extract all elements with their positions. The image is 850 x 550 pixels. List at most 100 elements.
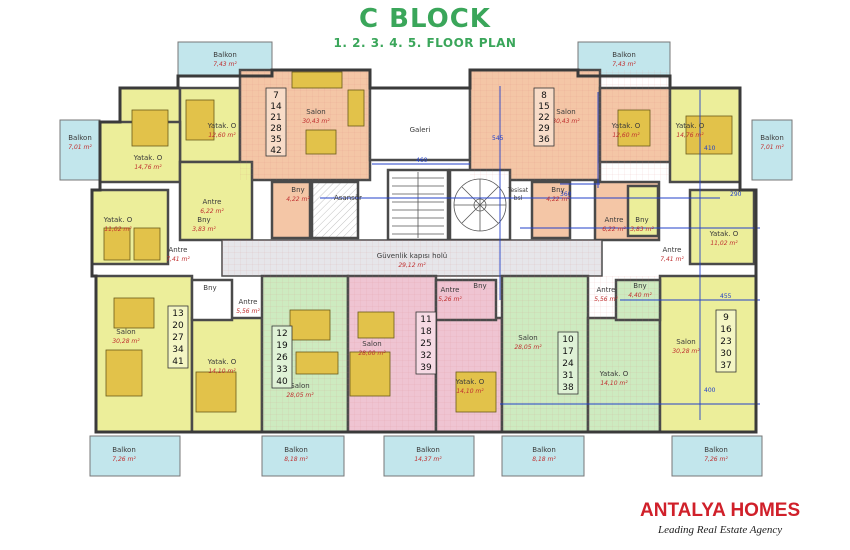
- label-bny-r1: Bny: [551, 186, 564, 194]
- area-antre-l3: 5,56 m²: [236, 308, 260, 315]
- balcony-bottom-4: [501, 435, 585, 477]
- area-balkon-l: 7,01 m²: [68, 144, 92, 151]
- unit-number: 28: [270, 124, 282, 134]
- dim-top-right-height: 545: [492, 135, 504, 142]
- unit-number: 35: [270, 135, 281, 145]
- unit-number: 30: [720, 349, 732, 359]
- label-yatak-bm: Yatak. O: [455, 378, 485, 386]
- room-bny-left-1: [270, 180, 312, 240]
- area-yatak-br: 14,10 m²: [600, 380, 628, 387]
- area-balkon-b5: 7,26 m²: [704, 456, 728, 463]
- area-bny-r1: 4,22 m²: [546, 196, 570, 203]
- label-balkon-l: Balkon: [68, 134, 92, 142]
- unit-number: 19: [276, 341, 288, 351]
- area-balkon-b2: 8,18 m²: [284, 456, 308, 463]
- area-bny-r3: 4,40 m²: [628, 292, 652, 299]
- unit-number: 29: [538, 124, 550, 134]
- unit-number: 42: [270, 146, 281, 156]
- label-antre-l1: Antre: [202, 198, 221, 206]
- unit-number: 21: [270, 113, 281, 123]
- label-salon-br1: Salon: [518, 334, 537, 342]
- area-salon-bl: 30,28 m²: [112, 338, 140, 345]
- area-salon-tl: 30,43 m²: [302, 118, 330, 125]
- unit-number: 27: [172, 333, 183, 343]
- area-yatak-bm: 14,10 m²: [456, 388, 484, 395]
- label-antre-m: Antre: [440, 286, 459, 294]
- unit-number: 38: [562, 383, 574, 393]
- unit-number: 39: [420, 363, 432, 373]
- area-salon-bm1: 28,05 m²: [286, 392, 314, 399]
- area-antre-l2: 7,41 m²: [166, 256, 190, 263]
- unit-number: 13: [172, 309, 183, 319]
- label-yatak-bl: Yatak. O: [207, 358, 237, 366]
- unit-number: 34: [172, 345, 184, 355]
- label-balkon-b4: Balkon: [532, 446, 556, 454]
- area-bny-r2: 3,83 m²: [630, 226, 654, 233]
- unit-number: 26: [276, 353, 288, 363]
- label-bny-l1: Bny: [291, 186, 304, 194]
- label-galeri: Galeri: [410, 126, 431, 134]
- label-yatak-tl: Yatak. O: [207, 122, 237, 130]
- balcony-right: [751, 119, 793, 181]
- label-asansor: Asansör: [334, 194, 362, 202]
- label-yatak-l1: Yatak. O: [133, 154, 163, 162]
- unit-number: 24: [562, 359, 574, 369]
- label-balkon-b1: Balkon: [112, 446, 136, 454]
- unit-number: 16: [720, 325, 732, 335]
- balcony-bottom-3: [383, 435, 475, 477]
- label-tesisat-2: bsl: [514, 195, 523, 202]
- unit-number: 40: [276, 377, 288, 387]
- area-yatak-r2: 11,02 m²: [710, 240, 738, 247]
- area-antre-r2: 7,41 m²: [660, 256, 684, 263]
- unit-number: 14: [270, 102, 282, 112]
- unit-number: 37: [720, 361, 731, 371]
- area-balkon-b3: 14,37 m²: [414, 456, 442, 463]
- label-tesisat: Tesisat: [507, 187, 529, 194]
- area-bny-l1: 4,22 m²: [286, 196, 310, 203]
- label-yatak-l2: Yatak. O: [103, 216, 133, 224]
- area-yatak-l1: 14,76 m²: [134, 164, 162, 171]
- room-galeri: [368, 86, 472, 162]
- unit-numbers: 7 14 21 28 35 42 8 15 22 29 36 13 20 27 …: [172, 91, 732, 393]
- label-bny-l2: Bny: [197, 216, 210, 224]
- label-salon-bm1: Salon: [290, 382, 309, 390]
- label-salon-tr: Salon: [556, 108, 575, 116]
- area-balkon-b4: 8,18 m²: [532, 456, 556, 463]
- area-salon-br1: 28,05 m²: [514, 344, 542, 351]
- plan-subtitle: 1. 2. 3. 4. 5. FLOOR PLAN: [333, 36, 517, 50]
- unit-number: 8: [541, 91, 547, 101]
- unit-number: 15: [538, 102, 549, 112]
- dim-galeri-width: 460: [416, 157, 428, 164]
- area-salon-tr: 30,43 m²: [552, 118, 580, 125]
- room-elevator: [310, 180, 360, 240]
- label-bny-r3: Bny: [633, 282, 646, 290]
- label-balkon-tl: Balkon: [213, 51, 237, 59]
- unit-number: 9: [723, 313, 729, 323]
- room-yatak-right-2: [688, 188, 756, 266]
- area-balkon-b1: 7,26 m²: [112, 456, 136, 463]
- unit-number: 18: [420, 327, 432, 337]
- area-yatak-r1: 14,76 m²: [676, 132, 704, 139]
- label-salon-bl: Salon: [116, 328, 135, 336]
- label-yatak-tr: Yatak. O: [611, 122, 641, 130]
- label-yatak-r2: Yatak. O: [709, 230, 739, 238]
- dim-right-width: 410: [704, 145, 716, 152]
- unit-number: 12: [276, 329, 287, 339]
- brand-logo: ANTALYA HOMES Leading Real Estate Agency: [640, 500, 840, 544]
- plan-title: C BLOCK: [359, 4, 491, 34]
- balcony-left: [59, 119, 101, 181]
- room-bny-right-1: [530, 180, 572, 240]
- area-yatak-l2: 11,02 m²: [104, 226, 132, 233]
- area-balkon-tr: 7,43 m²: [612, 61, 636, 68]
- label-antre-r2: Antre: [662, 246, 681, 254]
- dimension-lines: [320, 86, 760, 420]
- dimension-labels: 460 545 410 360 290 455 400: [416, 135, 742, 394]
- room-labels: Balkon 7,43 m² Balkon 7,43 m² Balkon 7,0…: [68, 51, 784, 463]
- dim-upper-width: 290: [730, 191, 742, 198]
- area-yatak-tl: 12,60 m²: [208, 132, 236, 139]
- area-salon-bm2: 28,00 m²: [358, 350, 386, 357]
- unit-number: 36: [538, 135, 550, 145]
- unit-number: 7: [273, 91, 279, 101]
- label-salon-tl: Salon: [306, 108, 325, 116]
